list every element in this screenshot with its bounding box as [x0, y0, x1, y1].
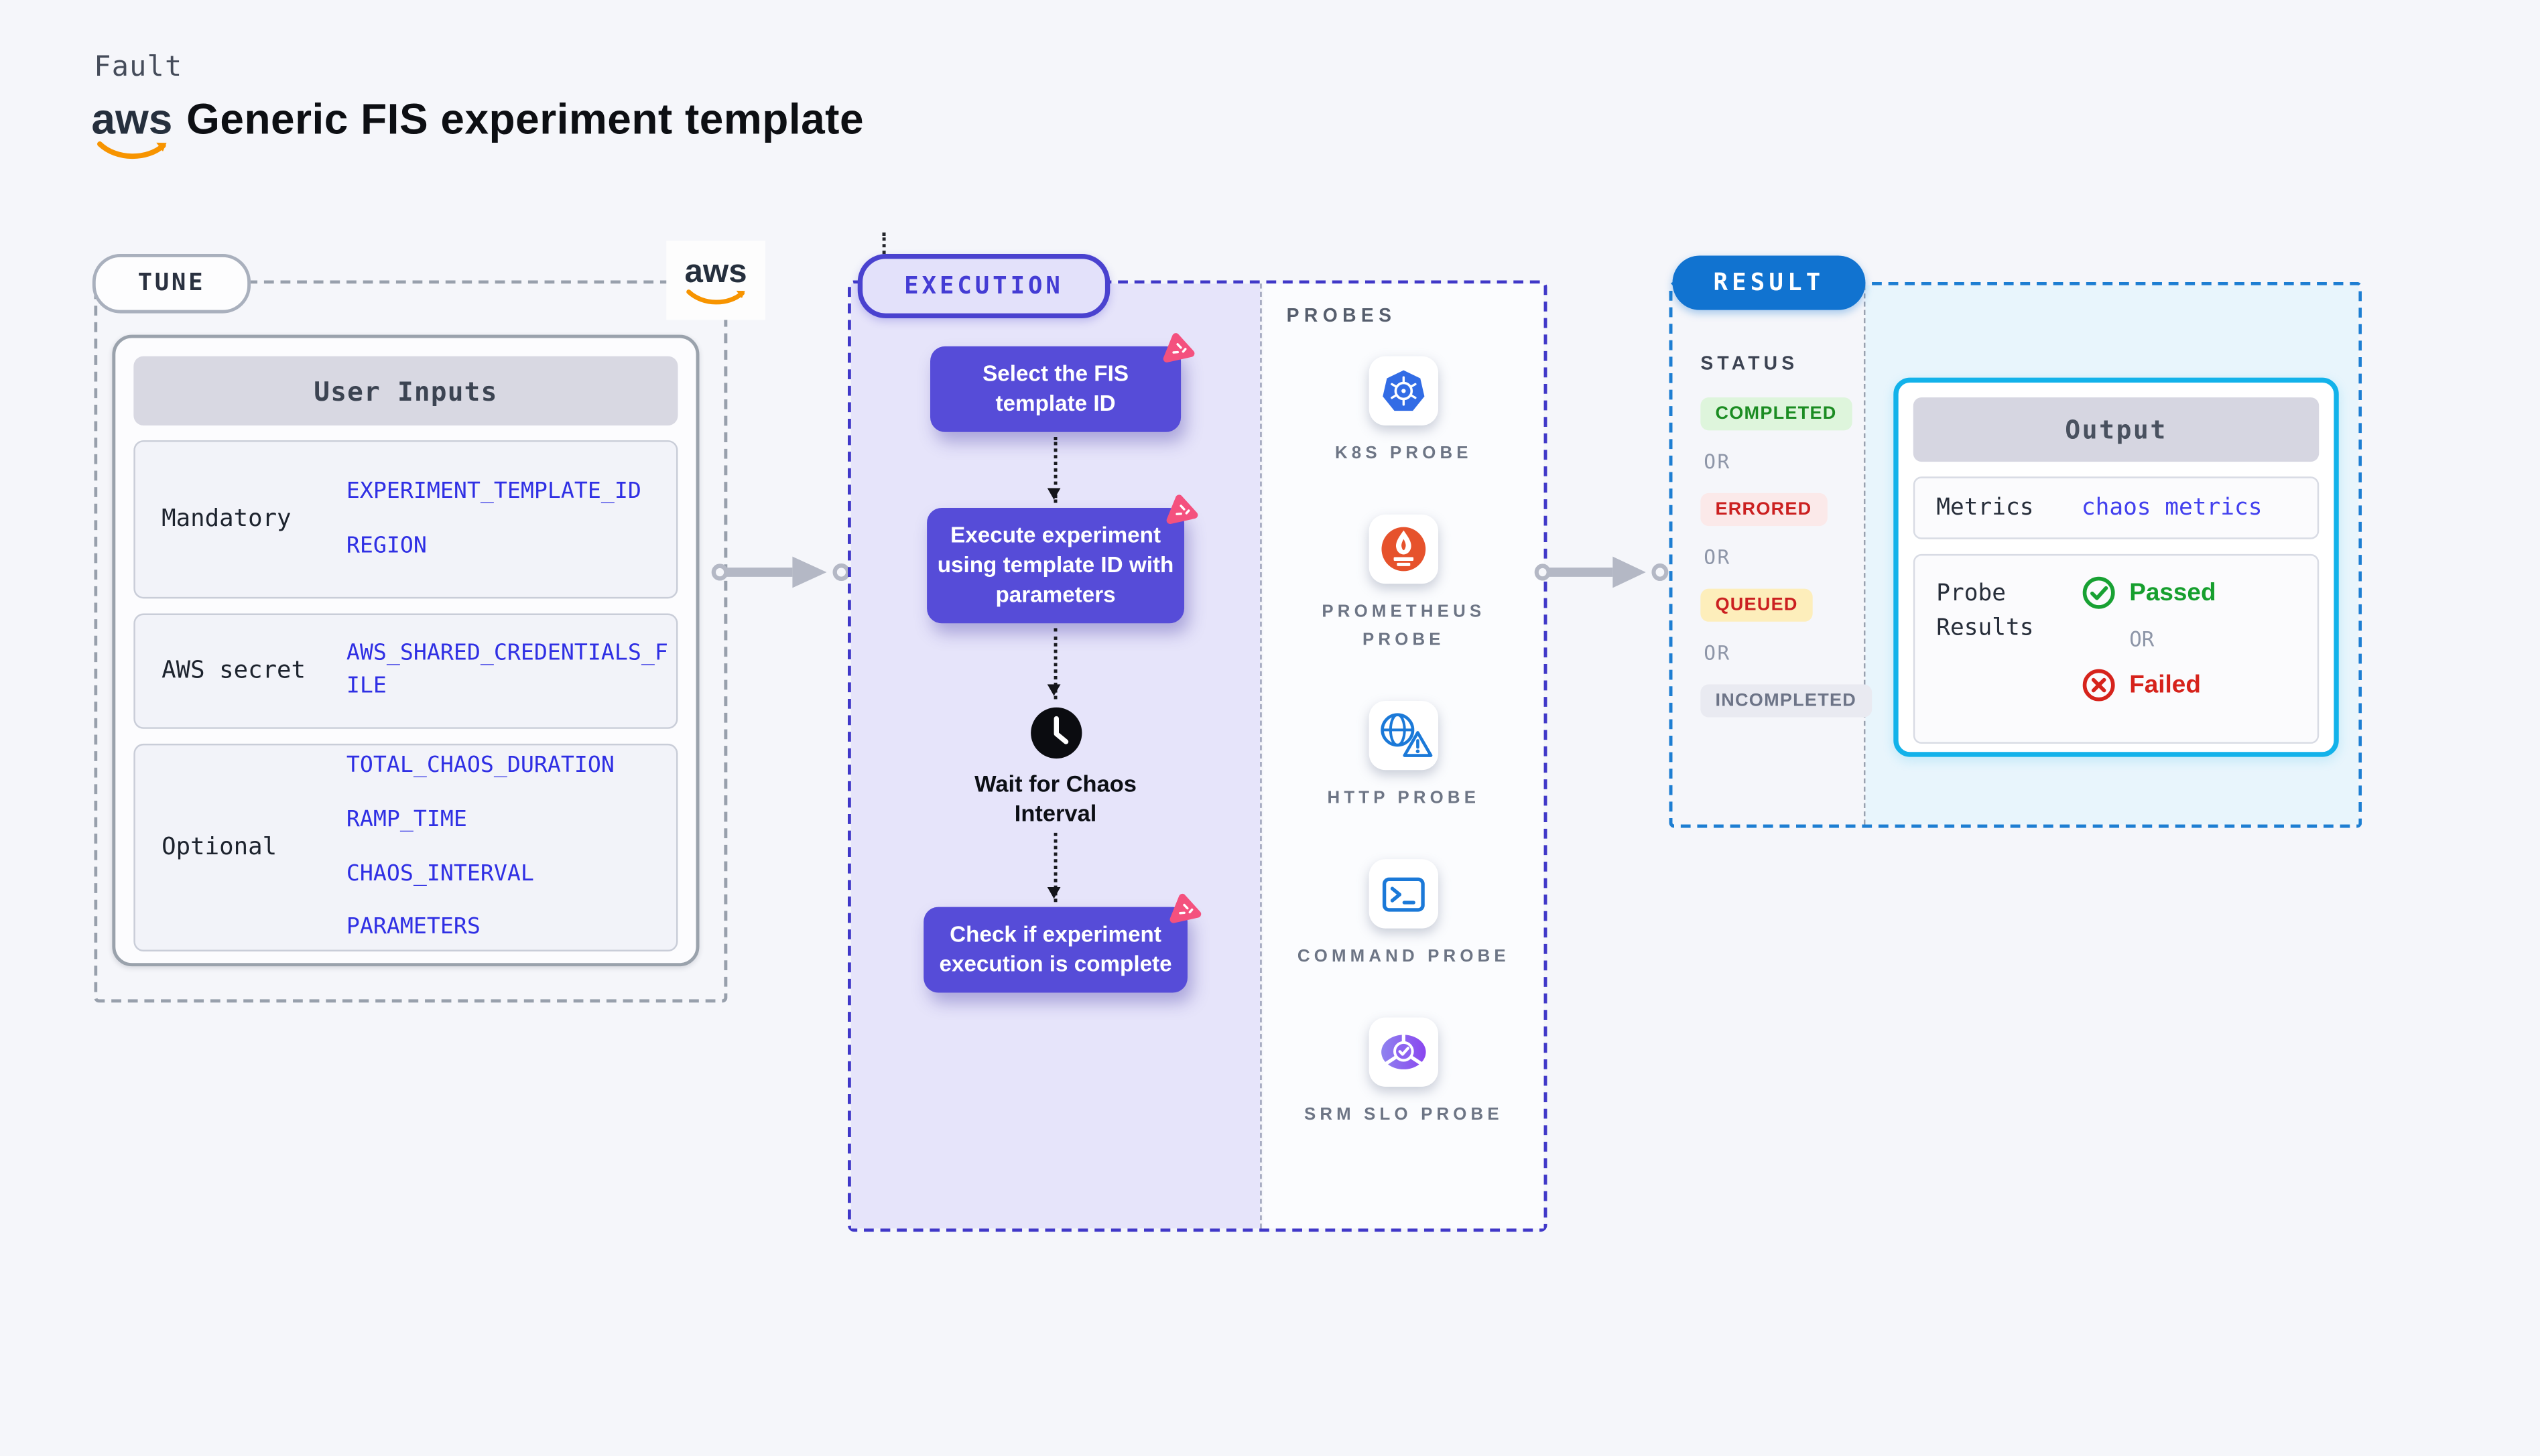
probe-label: COMMAND PROBE — [1297, 946, 1510, 967]
user-inputs-card: User Inputs Mandatory EXPERIMENT_TEMPLAT… — [112, 334, 700, 967]
execution-probes-divider — [1260, 283, 1262, 1229]
probe-results-row: Probe Results Passed OR — [1913, 553, 2320, 744]
passed-label: Passed — [2129, 578, 2216, 607]
flow-arrow-down-icon — [1047, 833, 1062, 903]
tune-pill: TUNE — [92, 254, 251, 314]
status-badge-queued: QUEUED — [1700, 588, 1813, 622]
or-label: OR — [1704, 545, 1731, 570]
status-column: STATUS COMPLETED OR ERRORED OR QUEUED OR… — [1672, 285, 1872, 737]
slo-donut-check-icon — [1369, 1018, 1439, 1087]
step-label: Check if experiment execution is complet… — [939, 922, 1172, 977]
arrow-tune-to-execution-icon — [711, 556, 850, 588]
metrics-label: Metrics — [1936, 494, 2034, 521]
arrow-execution-to-result-icon — [1534, 556, 1669, 588]
step-execute-experiment: Execute experiment using template ID wit… — [927, 494, 1198, 623]
flow-arrow-down-icon — [1047, 628, 1062, 699]
status-title: STATUS — [1700, 354, 1799, 375]
or-label: OR — [1704, 641, 1731, 665]
probe-item-srm-slo: SRM SLO PROBE — [1296, 1018, 1511, 1129]
input-value: PARAMETERS — [346, 913, 481, 940]
execution-section: Select the FIS template ID Execute exper… — [847, 280, 1547, 1232]
result-pill: RESULT — [1672, 255, 1866, 310]
chaos-badge-icon — [1163, 333, 1195, 362]
execution-top-connector — [882, 233, 886, 255]
result-divider — [1863, 285, 1866, 825]
chaos-badge-icon — [1169, 894, 1202, 923]
probe-item-prometheus: PROMETHEUS PROBE — [1296, 515, 1511, 653]
or-label: OR — [1704, 450, 1731, 474]
step-label: Execute experiment using template ID wit… — [937, 522, 1174, 607]
probe-item-http: HTTP PROBE — [1296, 700, 1511, 811]
status-badge-completed: COMPLETED — [1700, 397, 1852, 431]
tune-section — [94, 280, 728, 1003]
probes-title: PROBES — [1286, 306, 1397, 327]
http-globe-warning-icon — [1369, 700, 1439, 770]
aws-wordmark: aws — [91, 94, 173, 144]
result-section: STATUS COMPLETED OR ERRORED OR QUEUED OR… — [1669, 281, 2362, 828]
aws-logo-tune: aws — [666, 241, 765, 320]
input-value: TOTAL_CHAOS_DURATION — [346, 752, 615, 779]
chaos-badge-icon — [1166, 494, 1198, 524]
passed-check-icon — [2082, 576, 2115, 609]
step-check-complete: Check if experiment execution is complet… — [924, 894, 1202, 993]
metrics-value: chaos metrics — [2081, 494, 2263, 521]
or-label: OR — [2129, 626, 2155, 652]
wait-step-label: Wait for Chaos Interval — [974, 769, 1137, 826]
input-value: EXPERIMENT_TEMPLATE_ID — [346, 478, 641, 505]
row-label: AWS secret — [162, 657, 306, 685]
user-inputs-header: User Inputs — [133, 356, 678, 425]
input-value: RAMP_TIME — [346, 806, 467, 833]
execution-pill: EXECUTION — [857, 254, 1110, 318]
input-value: CHAOS_INTERVAL — [346, 860, 534, 886]
metrics-row: Metrics chaos metrics — [1913, 476, 2320, 539]
probes-panel: PROBES — [1263, 283, 1544, 1229]
execution-flow-panel: Select the FIS template ID Execute exper… — [850, 283, 1261, 1229]
probe-label: SRM SLO PROBE — [1304, 1105, 1503, 1126]
brand-label: Fault — [94, 51, 183, 84]
probe-label: PROMETHEUS PROBE — [1322, 602, 1486, 649]
flow-arrow-down-icon — [1047, 436, 1062, 503]
page-title: Generic FIS experiment template — [186, 94, 865, 144]
row-label: Optional — [162, 834, 277, 861]
probe-results-label: Probe Results — [1936, 580, 2034, 642]
table-row-aws-secret: AWS secret AWS_SHARED_CREDENTIALS_FILE — [133, 613, 678, 729]
aws-smile-icon — [686, 288, 745, 304]
probe-label: K8S PROBE — [1334, 444, 1472, 464]
table-row-optional: Optional TOTAL_CHAOS_DURATION RAMP_TIME … — [133, 743, 678, 952]
failed-label: Failed — [2129, 671, 2201, 700]
output-header: Output — [1913, 397, 2320, 462]
step-select-template: Select the FIS template ID — [930, 333, 1195, 432]
status-badge-errored: ERRORED — [1700, 492, 1827, 527]
input-value: REGION — [346, 531, 427, 559]
table-row-mandatory: Mandatory EXPERIMENT_TEMPLATE_ID REGION — [133, 440, 678, 599]
step-label: Select the FIS template ID — [982, 360, 1129, 416]
aws-smile-icon — [97, 141, 167, 159]
probe-item-k8s: K8S PROBE — [1296, 356, 1511, 468]
status-badge-incompleted: INCOMPLETED — [1700, 684, 1872, 718]
failed-x-icon — [2082, 669, 2115, 702]
aws-logo: aws — [89, 97, 175, 170]
prometheus-icon — [1369, 515, 1439, 584]
terminal-icon — [1369, 859, 1439, 929]
probe-label: HTTP PROBE — [1327, 787, 1480, 808]
kubernetes-icon — [1369, 356, 1439, 425]
row-label: Mandatory — [162, 506, 292, 533]
input-value: AWS_SHARED_CREDENTIALS_FILE — [346, 640, 668, 700]
probe-item-command: COMMAND PROBE — [1296, 859, 1511, 970]
aws-wordmark: aws — [684, 253, 747, 289]
output-card: Output Metrics chaos metrics Probe Resul… — [1893, 377, 2339, 757]
clock-icon — [1029, 707, 1082, 758]
